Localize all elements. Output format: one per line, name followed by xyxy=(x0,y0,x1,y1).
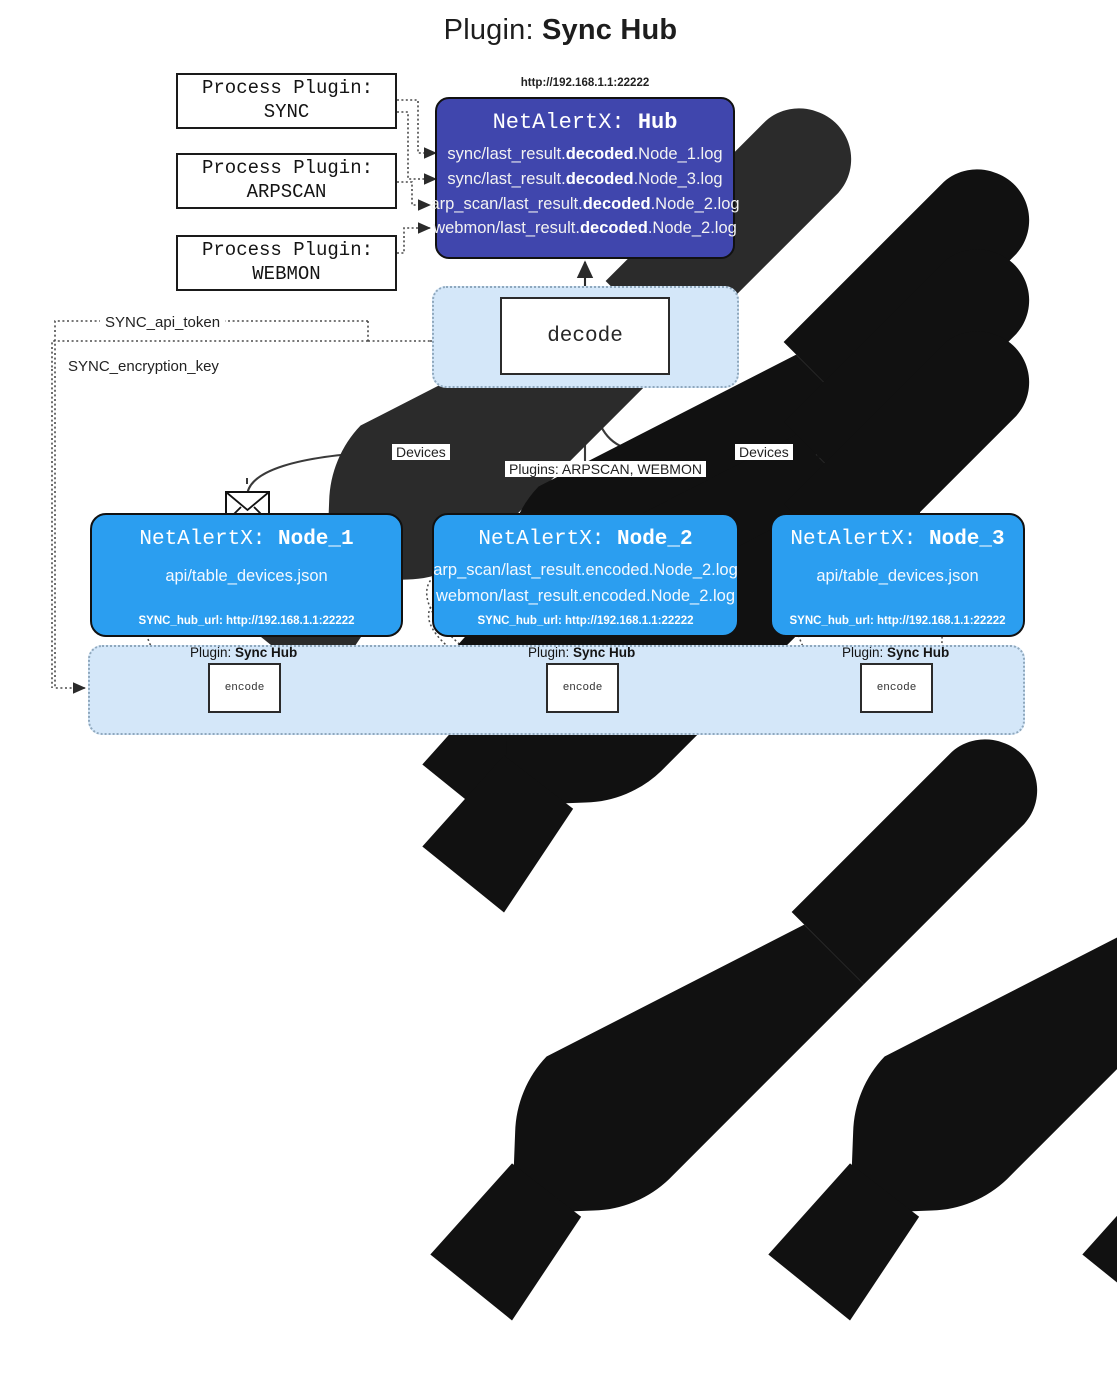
process-plugin-label: Process Plugin: xyxy=(201,157,374,180)
hub-title: NetAlertX: Hub xyxy=(492,110,678,135)
secret-label-api-token: SYNC_api_token xyxy=(100,314,226,331)
process-plugin-box-sync[interactable]: Process Plugin: SYNC xyxy=(176,73,1030,751)
node-footer: SYNC_hub_url: http://192.168.1.1:22222 xyxy=(138,615,355,627)
decode-box[interactable]: decode xyxy=(500,297,670,375)
edge-label-devices-right: Devices xyxy=(735,444,793,460)
node-resource-line: arp_scan/last_result.encoded.Node_2.log xyxy=(433,561,738,579)
process-plugin-box-arpscan[interactable]: Process Plugin: ARPSCAN xyxy=(176,153,1030,831)
node-resource-line: api/table_devices.json xyxy=(816,567,979,585)
node-box-node-2[interactable]: NetAlertX: Node_2 arp_scan/last_result.e… xyxy=(432,513,739,637)
process-plugin-label: Process Plugin: xyxy=(201,77,374,100)
diagram-canvas: Plugin: Sync Hub Process Plugin: SYNC Pr… xyxy=(0,14,1117,1321)
encode-plugin-label: Plugin: Sync Hub xyxy=(186,645,1038,1321)
encode-box-1[interactable]: encode xyxy=(208,663,281,713)
node-box-node-1[interactable]: NetAlertX: Node_1 api/table_devices.json… xyxy=(90,513,403,637)
node-box-node-3[interactable]: NetAlertX: Node_3 api/table_devices.json… xyxy=(770,513,1025,637)
node-title: NetAlertX: Node_3 xyxy=(790,528,1005,551)
process-plugin-value: SYNC xyxy=(263,101,310,123)
encode-box-2[interactable]: encode xyxy=(546,663,619,713)
encode-plugin-label: Plugin: Sync Hub xyxy=(838,645,1117,1283)
encode-box-3[interactable]: encode xyxy=(860,663,933,713)
encode-label: encode xyxy=(876,682,917,694)
process-plugin-value: WEBMON xyxy=(252,263,321,285)
edge-label-plugins: Plugins: ARPSCAN, WEBMON xyxy=(505,461,706,477)
page-title: Plugin: Sync Hub xyxy=(0,14,1117,690)
process-plugin-box-webmon[interactable]: Process Plugin: WEBMON xyxy=(176,235,1030,913)
encode-label: encode xyxy=(562,682,603,694)
process-plugin-value: ARPSCAN xyxy=(246,181,327,203)
decode-label: decode xyxy=(547,324,623,348)
process-plugin-label: Process Plugin: xyxy=(201,239,374,262)
node-resource-line: api/table_devices.json xyxy=(165,567,328,585)
hub-url-label: http://192.168.1.1:22222 xyxy=(520,77,650,89)
node-footer: SYNC_hub_url: http://192.168.1.1:22222 xyxy=(789,615,1006,627)
node-resource-line: webmon/last_result.encoded.Node_2.log xyxy=(435,586,736,605)
node-footer: SYNC_hub_url: http://192.168.1.1:22222 xyxy=(477,615,694,627)
encode-plugin-label: Plugin: Sync Hub xyxy=(524,645,1117,1321)
edge-label-devices-left: Devices xyxy=(392,444,450,460)
node-title: NetAlertX: Node_2 xyxy=(478,528,693,551)
hub-log-line: sync/last_result.decoded.Node_1.log xyxy=(447,145,723,163)
plugin-to-hub-links xyxy=(397,99,437,254)
hub-log-line: sync/last_result.decoded.Node_3.log xyxy=(447,169,723,188)
secret-label-encryption-key: SYNC_encryption_key xyxy=(63,358,224,375)
encode-label: encode xyxy=(224,682,265,694)
hub-log-line: webmon/last_result.decoded.Node_2.log xyxy=(433,219,737,238)
hub-box[interactable]: NetAlertX: Hub sync/last_result.decoded.… xyxy=(430,97,740,259)
hub-log-line: arp_scan/last_result.decoded.Node_2.log xyxy=(430,194,740,213)
title-name: Sync Hub xyxy=(541,14,678,46)
title-prefix: Plugin: xyxy=(443,14,542,46)
node-title: NetAlertX: Node_1 xyxy=(139,528,354,551)
